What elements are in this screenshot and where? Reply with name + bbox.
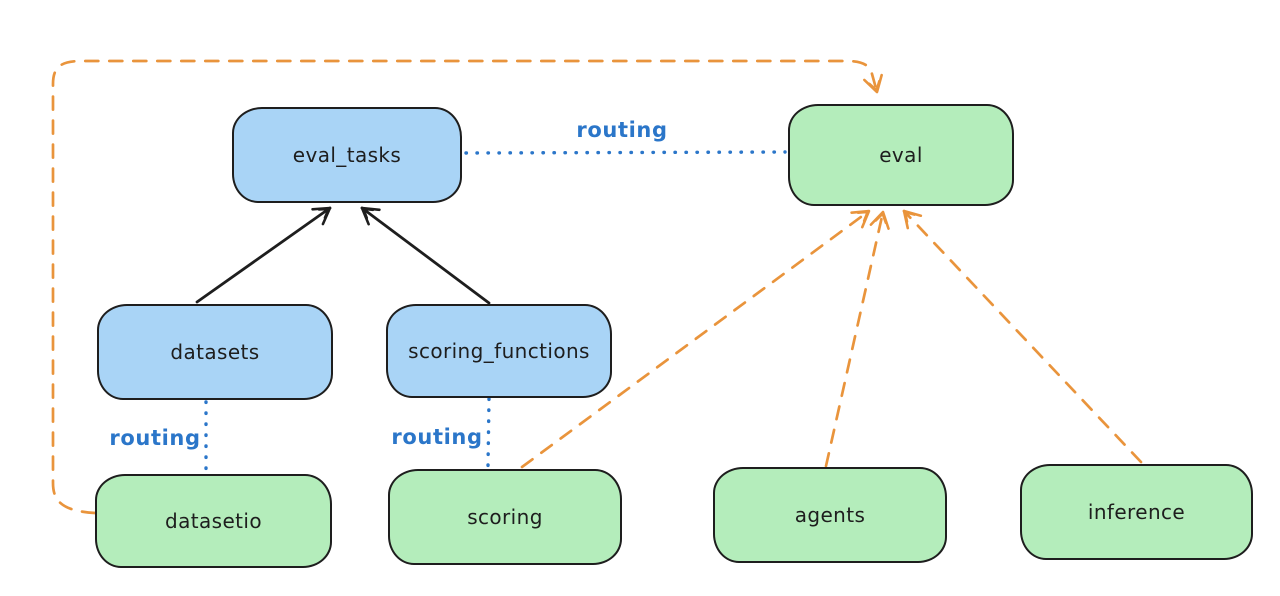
node-scoring-label: scoring — [467, 505, 543, 529]
node-scoring-functions-label: scoring_functions — [408, 339, 590, 363]
edge-scoring-functions-to-eval-tasks — [360, 206, 491, 305]
node-inference: inference — [1020, 464, 1253, 560]
edge-inference-to-eval — [902, 209, 1143, 464]
edge-scoring-to-eval — [520, 209, 871, 469]
node-scoring: scoring — [388, 469, 622, 565]
node-agents-label: agents — [794, 503, 866, 527]
node-eval: eval — [788, 104, 1014, 206]
edge-datasetio-to-eval — [51, 59, 883, 515]
edge-datasets-to-eval-tasks — [195, 206, 332, 304]
edge-scoring-functions-to-scoring — [486, 397, 491, 468]
edge-eval-tasks-to-eval — [464, 150, 787, 155]
node-datasets-label: datasets — [170, 340, 260, 364]
node-datasetio: datasetio — [95, 474, 332, 568]
node-datasets: datasets — [97, 304, 333, 400]
edge-label-routing-left: routing — [109, 426, 201, 450]
edge-agents-to-eval — [824, 210, 890, 468]
node-eval-label: eval — [879, 143, 923, 167]
node-inference-label: inference — [1087, 500, 1186, 524]
node-scoring-functions: scoring_functions — [386, 304, 612, 398]
edge-label-routing-mid: routing — [391, 425, 483, 449]
node-agents: agents — [713, 467, 947, 563]
node-eval-tasks-label: eval_tasks — [292, 143, 402, 167]
node-datasetio-label: datasetio — [164, 509, 262, 533]
node-eval-tasks: eval_tasks — [232, 107, 462, 203]
edge-label-routing-top: routing — [576, 118, 668, 142]
